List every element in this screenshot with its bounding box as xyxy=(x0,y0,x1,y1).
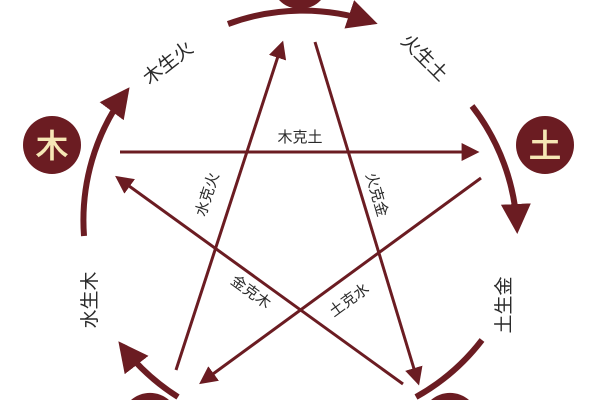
arc-water-wood xyxy=(80,87,130,237)
arc-wood-fire xyxy=(226,0,378,29)
element-water xyxy=(131,392,169,400)
label-earth-generates-metal: 土生金 xyxy=(493,276,515,333)
element-wood: 木 xyxy=(23,116,81,174)
label-metal-overcomes-wood: 金克木 xyxy=(227,271,274,312)
arc-earth-metal xyxy=(414,338,485,400)
label-wood-generates-fire: 木生火 xyxy=(139,37,197,89)
label-wood-overcomes-earth: 木克土 xyxy=(277,128,322,146)
arc-metal-water xyxy=(118,341,180,400)
element-fire xyxy=(279,0,321,10)
label-fire-generates-earth: 火生土 xyxy=(396,30,452,86)
element-earth: 土 xyxy=(516,116,574,174)
line-fire-metal xyxy=(313,41,423,386)
line-water-fire xyxy=(174,40,287,371)
arc-fire-earth xyxy=(469,104,531,234)
line-metal-wood xyxy=(115,175,404,386)
line-earth-water xyxy=(199,176,482,385)
label-water-generates-wood: 水生木 xyxy=(79,271,101,328)
element-wood-label: 木 xyxy=(35,127,68,165)
element-earth-label: 土 xyxy=(529,127,561,165)
element-metal xyxy=(431,392,469,400)
label-water-overcomes-fire: 水克火 xyxy=(192,170,223,218)
